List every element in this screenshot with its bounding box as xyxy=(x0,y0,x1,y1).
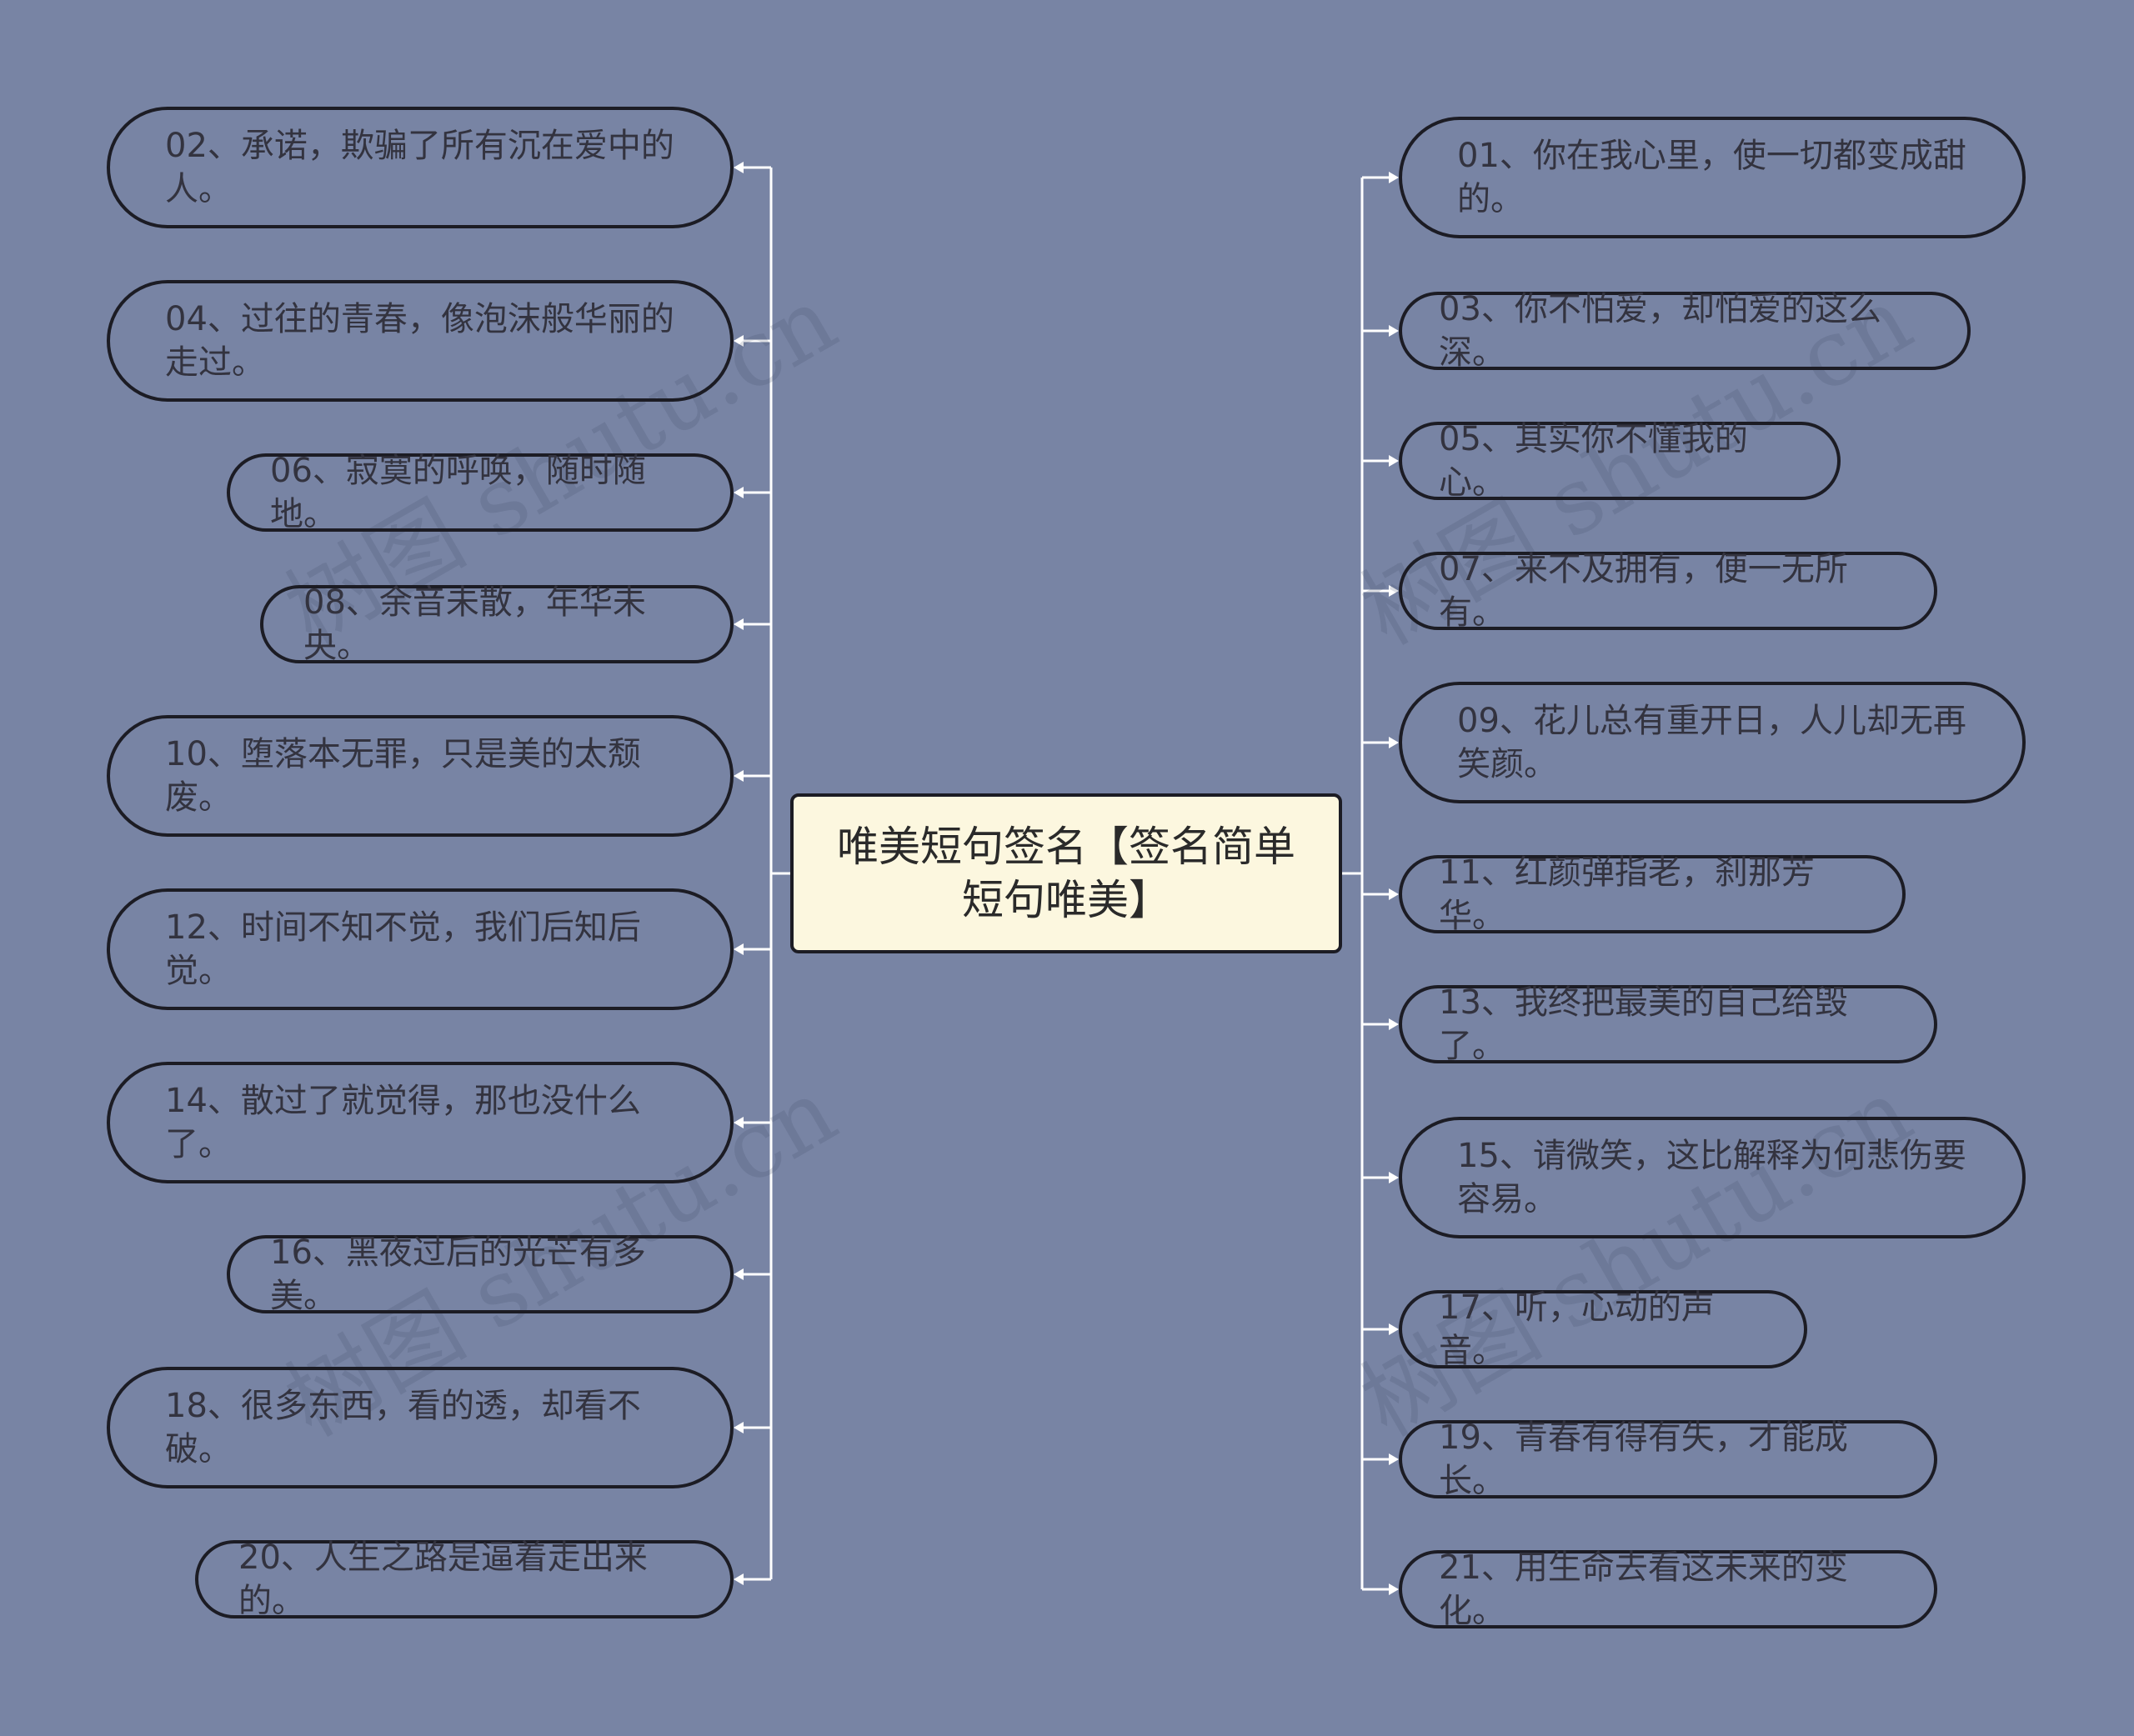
connector-arrow xyxy=(1389,585,1399,597)
connector-arrow xyxy=(734,1268,744,1280)
node-label: 13、我终把最美的自己给毁了。 xyxy=(1439,983,1848,1065)
node-label: 01、你在我心里，使一切都变成甜的。 xyxy=(1457,137,1966,218)
right-node[interactable]: 07、来不及拥有，便一无所有。 xyxy=(1399,550,1937,632)
connector-arrow xyxy=(734,770,744,782)
node-label: 03、你不怕爱，却怕爱的这么深。 xyxy=(1439,290,1881,372)
node-label: 21、用生命去看这未来的变化。 xyxy=(1439,1548,1848,1630)
connector-arrow xyxy=(734,1422,744,1433)
central-topic[interactable]: 唯美短句签名【签名简单短句唯美】 xyxy=(790,793,1342,953)
node-label: 15、请微笑，这比解释为何悲伤要容易。 xyxy=(1457,1137,1966,1218)
connector-arrow xyxy=(734,618,744,630)
node-label: 17、听，心动的声音。 xyxy=(1439,1288,1715,1370)
node-label: 12、时间不知不觉，我们后知后觉。 xyxy=(165,908,641,990)
right-node[interactable]: 13、我终把最美的自己给毁了。 xyxy=(1399,983,1937,1065)
right-node[interactable]: 11、红颜弹指老，刹那芳华。 xyxy=(1399,853,1906,935)
connector-arrow xyxy=(1389,1018,1399,1030)
node-label: 09、花儿总有重开日，人儿却无再笑颜。 xyxy=(1457,702,1966,783)
node-label: 04、过往的青春，像泡沫般华丽的走过。 xyxy=(165,300,674,382)
right-node[interactable]: 19、青春有得有失，才能成长。 xyxy=(1399,1418,1937,1500)
left-node[interactable]: 16、黑夜过后的光芒有多美。 xyxy=(227,1233,734,1315)
connector-arrow xyxy=(1389,325,1399,337)
connector-arrow xyxy=(734,487,744,498)
connector-arrow xyxy=(1389,888,1399,900)
left-node[interactable]: 20、人生之路是逼着走出来的。 xyxy=(195,1538,734,1620)
node-label: 06、寂寞的呼唤，随时随地。 xyxy=(270,452,646,533)
right-node[interactable]: 03、你不怕爱，却怕爱的这么深。 xyxy=(1399,290,1971,372)
node-label: 05、其实你不懂我的心。 xyxy=(1439,420,1748,502)
right-node[interactable]: 15、请微笑，这比解释为何悲伤要容易。 xyxy=(1399,1117,2026,1238)
left-node[interactable]: 04、过往的青春，像泡沫般华丽的走过。 xyxy=(107,280,734,402)
connector-arrow xyxy=(1389,1583,1399,1595)
connector-arrow xyxy=(1389,172,1399,183)
node-label: 19、青春有得有失，才能成长。 xyxy=(1439,1418,1848,1500)
node-label: 10、堕落本无罪，只是美的太颓废。 xyxy=(165,735,641,817)
left-node[interactable]: 12、时间不知不觉，我们后知后觉。 xyxy=(107,888,734,1010)
connector-arrow xyxy=(1389,1172,1399,1183)
right-node[interactable]: 05、其实你不懂我的心。 xyxy=(1399,420,1841,502)
node-label: 11、红颜弹指老，刹那芳华。 xyxy=(1439,853,1815,935)
node-label: 18、很多东西，看的透，却看不破。 xyxy=(165,1387,641,1468)
connector-arrow xyxy=(734,162,744,173)
node-label: 16、黑夜过后的光芒有多美。 xyxy=(270,1233,646,1315)
connector-arrow xyxy=(1389,737,1399,748)
node-label: 08、余音未散，年华未央。 xyxy=(303,583,646,665)
connector-arrow xyxy=(1389,1453,1399,1465)
right-node[interactable]: 17、听，心动的声音。 xyxy=(1399,1288,1807,1370)
left-node[interactable]: 02、承诺，欺骗了所有沉在爱中的人。 xyxy=(107,107,734,228)
right-node[interactable]: 21、用生命去看这未来的变化。 xyxy=(1399,1548,1937,1630)
node-label: 14、散过了就觉得，那也没什么了。 xyxy=(165,1082,641,1163)
left-node[interactable]: 18、很多东西，看的透，却看不破。 xyxy=(107,1367,734,1488)
connector-arrow xyxy=(1389,455,1399,467)
node-label: 02、承诺，欺骗了所有沉在爱中的人。 xyxy=(165,127,674,208)
node-label: 20、人生之路是逼着走出来的。 xyxy=(238,1538,648,1620)
right-node[interactable]: 01、你在我心里，使一切都变成甜的。 xyxy=(1399,117,2026,238)
connector-arrow xyxy=(734,335,744,347)
left-node[interactable]: 10、堕落本无罪，只是美的太颓废。 xyxy=(107,715,734,837)
left-node[interactable]: 06、寂寞的呼唤，随时随地。 xyxy=(227,452,734,533)
connector-arrow xyxy=(734,943,744,955)
left-node[interactable]: 08、余音未散，年华未央。 xyxy=(260,583,734,665)
connector-arrow xyxy=(734,1573,744,1585)
central-topic-label: 唯美短句签名【签名简单短句唯美】 xyxy=(837,823,1295,924)
right-node[interactable]: 09、花儿总有重开日，人儿却无再笑颜。 xyxy=(1399,682,2026,803)
left-node[interactable]: 14、散过了就觉得，那也没什么了。 xyxy=(107,1062,734,1183)
connector-arrow xyxy=(1389,1323,1399,1335)
connector-arrow xyxy=(734,1117,744,1128)
node-label: 07、来不及拥有，便一无所有。 xyxy=(1439,550,1848,632)
